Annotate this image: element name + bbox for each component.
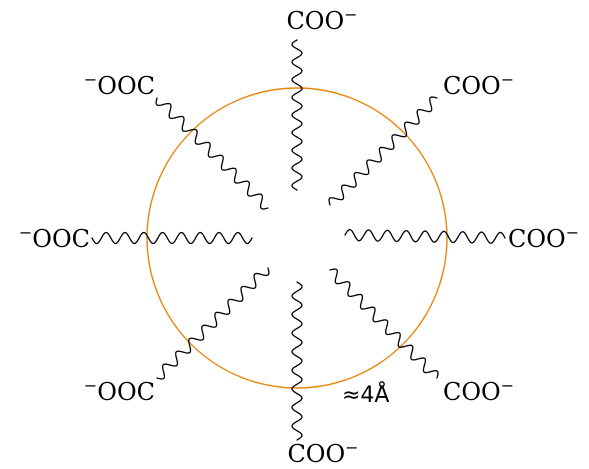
head-group-top-right: COO− xyxy=(443,70,514,100)
head-group-bottom: COO− xyxy=(287,438,358,468)
head-group-left: −OOC xyxy=(19,223,90,253)
chain-bottom-left xyxy=(156,267,270,380)
chain-top xyxy=(291,39,303,191)
head-group-bottom-left: −OOC xyxy=(84,376,155,406)
chain-top-right xyxy=(328,96,438,206)
chain-top-left xyxy=(155,97,269,210)
surfactant-chains xyxy=(91,39,506,441)
chain-bottom xyxy=(291,281,303,441)
chain-bottom-right xyxy=(329,268,439,379)
head-group-bottom-right: COO− xyxy=(443,376,514,406)
chain-right xyxy=(344,228,506,244)
size-label: ≈4Å xyxy=(342,381,389,408)
head-group-top-left: −OOC xyxy=(84,70,155,100)
micelle-shell-circle xyxy=(146,87,448,389)
head-group-right: COO− xyxy=(508,223,579,253)
chain-left xyxy=(91,231,253,245)
head-group-top: COO− xyxy=(286,5,357,35)
